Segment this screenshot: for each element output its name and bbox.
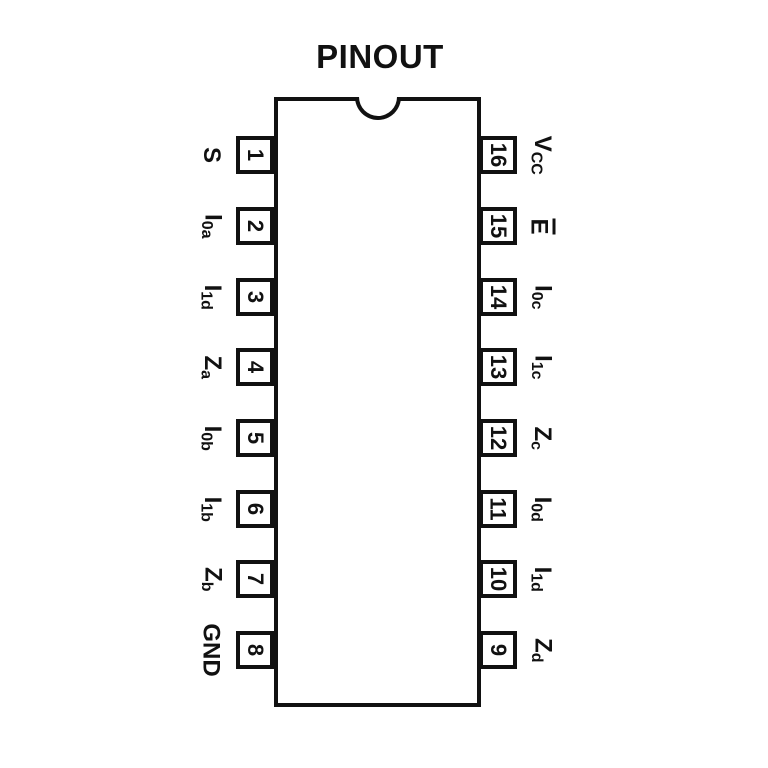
page-title: PINOUT <box>316 38 444 75</box>
pin-label-wrap-8: GND <box>190 623 232 676</box>
pin-signal-name: I <box>529 354 557 362</box>
pin-label: I0a <box>197 213 227 239</box>
pin-label: I1d <box>197 284 227 310</box>
pin-signal-name: GND <box>198 623 225 677</box>
pin-label-wrap-2: I0a <box>190 207 232 245</box>
pin-label-wrap-13: I1c <box>520 348 562 386</box>
pin-label: I1b <box>197 496 227 522</box>
pin-box-10: 10 <box>479 560 517 598</box>
pin-label: I1c <box>527 354 557 380</box>
pin-label-wrap-10: I1d <box>520 560 562 598</box>
pin-label: GND <box>198 623 225 677</box>
pin-number: 8 <box>243 643 268 657</box>
pin-box-8: 8 <box>236 631 274 669</box>
pin-signal-name: V <box>529 135 557 152</box>
pin1-notch-icon <box>354 97 401 120</box>
pin-signal-name: Z <box>529 426 557 441</box>
pin-signal-name: S <box>197 146 225 164</box>
pin-label: I0c <box>527 284 557 310</box>
pin-label-wrap-11: I0d <box>520 490 562 528</box>
pin-signal-subscript: 0d <box>527 502 545 522</box>
pin-box-14: 14 <box>479 278 517 316</box>
pin-signal-name: I <box>199 425 227 432</box>
pin-box-4: 4 <box>236 348 274 386</box>
pin-label-wrap-1: S <box>190 136 232 174</box>
pin-signal-subscript: 1d <box>197 290 215 310</box>
pin-signal-subscript: 1b <box>197 502 215 522</box>
pin-box-15: 15 <box>479 207 517 245</box>
pin-number: 9 <box>486 643 511 657</box>
pin-signal-subscript: 1c <box>527 361 545 380</box>
pin-label: I0d <box>527 496 557 522</box>
pin-number: 7 <box>243 572 268 586</box>
pin-label: Za <box>197 355 227 379</box>
pin-label-wrap-6: I1b <box>190 490 232 528</box>
pin-number: 5 <box>243 431 268 445</box>
pin-label-wrap-12: Zc <box>520 419 562 457</box>
pin-label-wrap-7: Zb <box>190 560 232 598</box>
pin-number: 14 <box>485 284 511 310</box>
pin-signal-name: E <box>525 217 556 235</box>
pin-label: Zc <box>527 426 557 450</box>
pin-label: Zb <box>197 566 227 592</box>
pin-signal-name: I <box>199 213 227 221</box>
pin-signal-subscript: a <box>197 369 215 379</box>
pin-number: 12 <box>485 425 511 451</box>
pin-box-2: 2 <box>236 207 274 245</box>
pin-box-13: 13 <box>479 348 517 386</box>
pin-box-9: 9 <box>479 631 517 669</box>
pin-signal-subscript: b <box>197 581 215 592</box>
pin-number: 13 <box>485 354 511 380</box>
pin-number: 3 <box>243 290 268 304</box>
pin-label: E <box>525 217 556 235</box>
pin-number: 15 <box>485 213 511 239</box>
pin-signal-subscript: c <box>527 440 545 450</box>
pin-label-wrap-9: Zd <box>520 631 562 669</box>
pin-signal-subscript: 1d <box>527 572 545 592</box>
pin-signal-subscript: 0c <box>527 291 545 310</box>
pin-label: S <box>197 146 225 164</box>
pin-label-wrap-15: E <box>520 207 562 245</box>
pin-signal-name: I <box>199 284 227 291</box>
pin-label-wrap-14: I0c <box>520 278 562 316</box>
pin-box-1: 1 <box>236 136 274 174</box>
pin-signal-name: Z <box>199 355 227 370</box>
pin-signal-name: I <box>529 566 557 573</box>
pin-box-7: 7 <box>236 560 274 598</box>
pin-label: Zd <box>527 637 557 663</box>
pin-box-6: 6 <box>236 490 274 528</box>
pin-label-wrap-16: VCC <box>520 135 562 175</box>
pin-label-wrap-5: I0b <box>190 419 232 457</box>
pin-number: 1 <box>243 148 268 162</box>
pin-box-12: 12 <box>479 419 517 457</box>
pin-signal-subscript: 0a <box>197 220 215 239</box>
pin-number: 4 <box>243 360 268 374</box>
pin-label: VCC <box>527 135 557 175</box>
pin-number: 2 <box>243 219 268 233</box>
pin-signal-name: I <box>529 284 557 292</box>
pin-label-wrap-4: Za <box>190 348 232 386</box>
pin-signal-subscript: 0b <box>197 431 215 451</box>
pin-signal-name: Z <box>529 637 557 653</box>
pin-signal-subscript: d <box>527 652 545 663</box>
pin-box-11: 11 <box>479 490 517 528</box>
pin-box-16: 16 <box>479 136 517 174</box>
pin-box-3: 3 <box>236 278 274 316</box>
pin-number: 11 <box>485 497 511 521</box>
pin-number: 6 <box>243 502 268 516</box>
pin-label-wrap-3: I1d <box>190 278 232 316</box>
ic-package-body <box>274 97 481 707</box>
pin-number: 16 <box>485 142 511 168</box>
pin-label: I0b <box>197 425 227 451</box>
pin-box-5: 5 <box>236 419 274 457</box>
pin-label: I1d <box>527 566 557 592</box>
pin-signal-name: I <box>199 496 227 503</box>
pin-signal-subscript: CC <box>527 151 545 175</box>
pin-number: 10 <box>485 566 511 592</box>
pin-signal-name: I <box>529 496 557 503</box>
pin-signal-name: Z <box>199 566 227 582</box>
